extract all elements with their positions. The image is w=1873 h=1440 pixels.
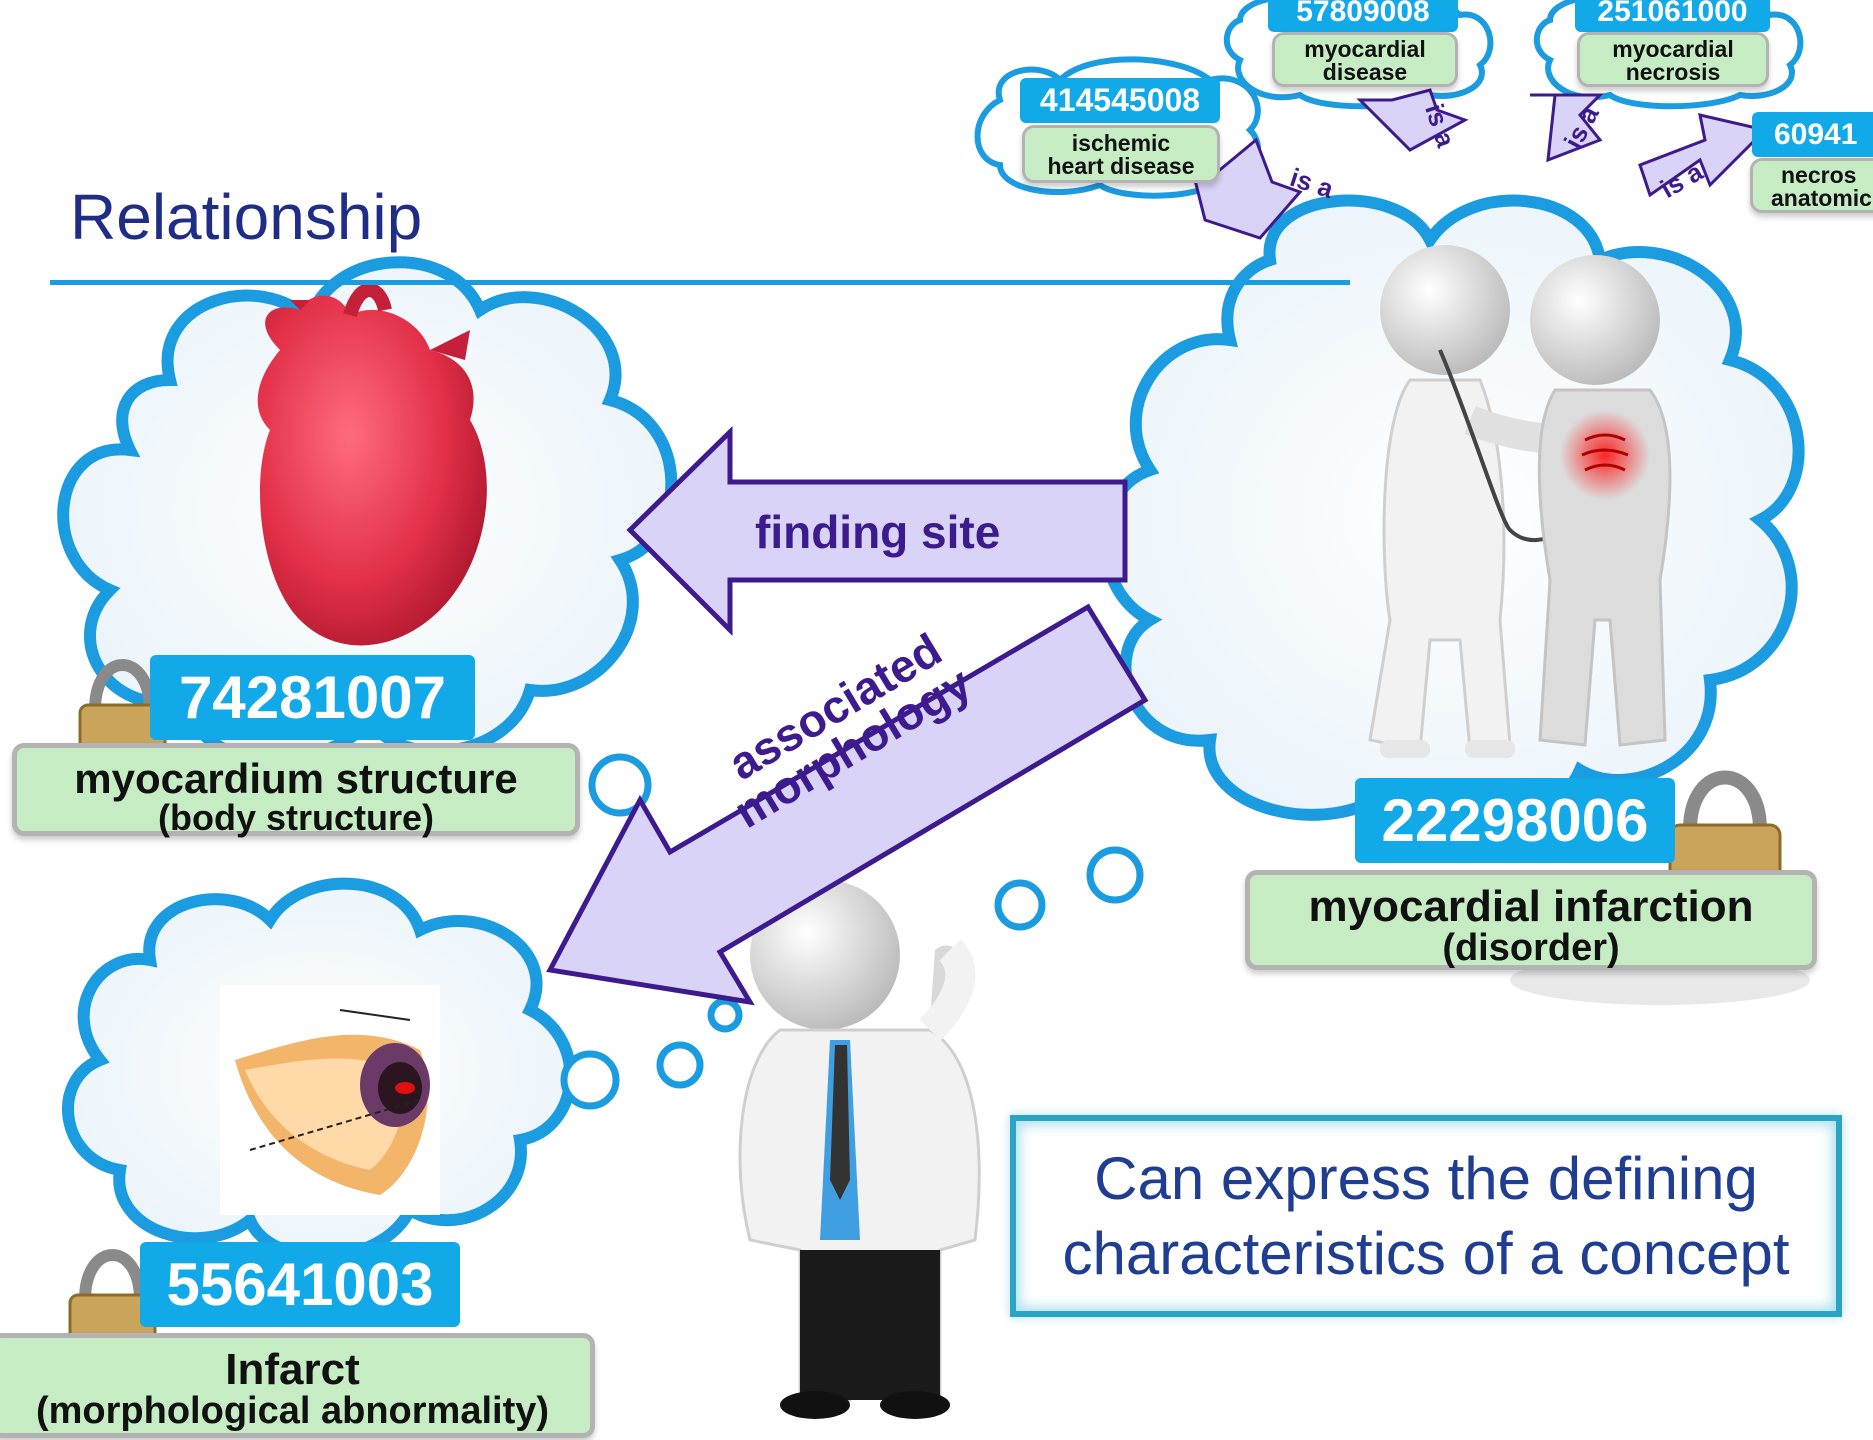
parent-2-line2: disease xyxy=(1322,59,1408,85)
arrow-is-a-1 xyxy=(1189,137,1303,240)
mi-type: (disorder) xyxy=(1442,927,1620,969)
note-box: Can express the defining characteristics… xyxy=(1010,1115,1842,1317)
label-finding-site: finding site xyxy=(755,506,1001,558)
parent-code-4: 60941 xyxy=(1752,112,1873,157)
mi-label: myocardial infarction xyxy=(1308,882,1754,931)
note-line-1: Can express the defining xyxy=(1094,1145,1758,1212)
heart-image xyxy=(257,283,487,646)
concept-name-mi: myocardial infarction (disorder) xyxy=(1245,870,1817,970)
arrow-associated-morphology xyxy=(546,603,1149,1006)
concept-code-mi: 22298006 xyxy=(1355,778,1675,863)
myocardium-type: (body structure) xyxy=(157,797,434,838)
parent-3-line1: myocardial xyxy=(1612,36,1734,62)
infarct-type: (morphological abnormality) xyxy=(35,1390,550,1432)
note-line-2: characteristics of a concept xyxy=(1062,1220,1790,1287)
parent-name-1: ischemic heart disease xyxy=(1022,125,1220,183)
thought-bubbles xyxy=(560,753,1144,1110)
infarct-label: Infarct xyxy=(225,1345,360,1394)
arrow-is-a-4 xyxy=(1638,113,1768,198)
concept-name-myocardium: myocardium structure (body structure) xyxy=(12,743,580,836)
parent-code-3: 251061000 xyxy=(1575,0,1770,32)
parent-code-1: 414545008 xyxy=(1020,78,1220,123)
parent-code-2: 57809008 xyxy=(1268,0,1458,32)
concept-code-infarct: 55641003 xyxy=(140,1242,460,1327)
arrow-is-a-3 xyxy=(1530,93,1604,163)
arrow-finding-site xyxy=(626,426,1128,637)
parent-name-3: myocardial necrosis xyxy=(1577,32,1769,87)
page-title: Relationship xyxy=(70,181,423,253)
parent-4-line1: necros xyxy=(1781,162,1857,188)
parent-name-4: necros anatomic xyxy=(1750,158,1873,213)
parent-2-line1: myocardial xyxy=(1304,36,1426,62)
title-underline xyxy=(50,280,1350,285)
infarct-image xyxy=(220,985,440,1215)
thinking-doctor-figure xyxy=(738,880,981,1419)
myocardium-label: myocardium structure xyxy=(74,755,518,802)
concept-code-myocardium: 74281007 xyxy=(150,655,475,740)
parent-3-line2: necrosis xyxy=(1625,59,1721,85)
parent-1-line1: ischemic xyxy=(1071,130,1171,156)
arrow-is-a-2 xyxy=(1356,88,1469,152)
parent-1-line2: heart disease xyxy=(1047,153,1195,179)
parent-name-2: myocardial disease xyxy=(1272,32,1458,87)
parent-4-line2: anatomic xyxy=(1771,185,1872,211)
concept-name-infarct: Infarct (morphological abnormality) xyxy=(0,1333,595,1438)
